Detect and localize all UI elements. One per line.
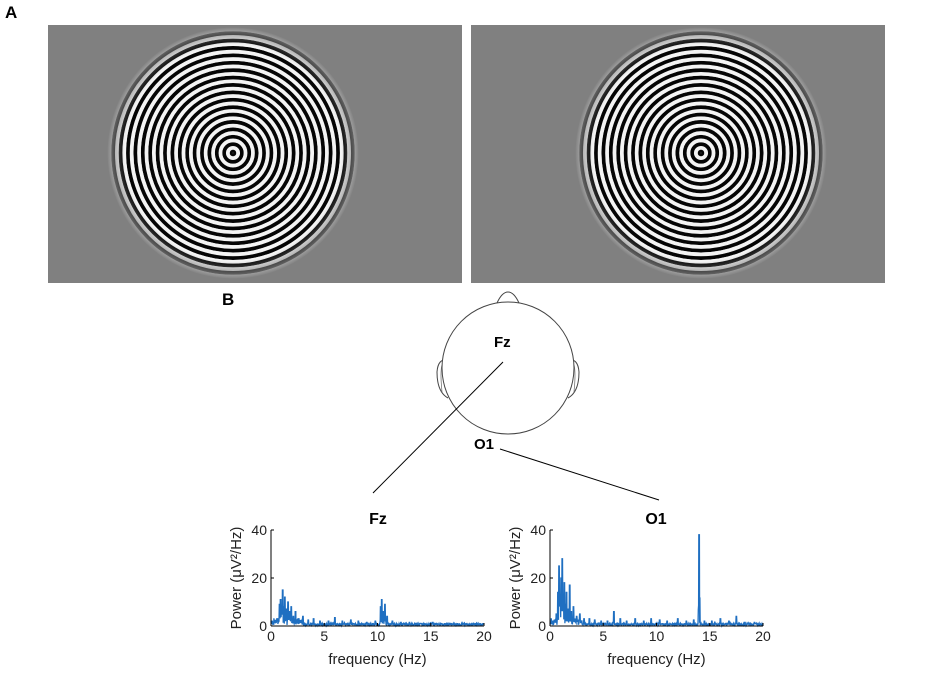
x-tick-label: 15 bbox=[423, 628, 439, 644]
y-tick-label: 0 bbox=[259, 618, 267, 634]
spectrum-chart-fz: 0 5 10 15 20 0 20 40 frequency (Hz) Power (μV²/Hz… bbox=[228, 522, 492, 668]
plot-title-fz: Fz bbox=[369, 511, 387, 528]
y-tick-label: 20 bbox=[251, 570, 267, 586]
x-tick-label: 5 bbox=[320, 628, 328, 644]
y-axis-label: Power (μV²/Hz) bbox=[507, 527, 524, 630]
x-tick-label: 10 bbox=[370, 628, 386, 644]
y-tick-label: 20 bbox=[530, 570, 546, 586]
y-axis-label: Power (μV²/Hz) bbox=[228, 527, 245, 630]
panel-label-b: B bbox=[222, 290, 235, 309]
plot-title-o1: O1 bbox=[645, 511, 667, 528]
head-nose bbox=[496, 291, 520, 304]
stimulus-image-right bbox=[471, 25, 885, 283]
x-tick-label: 10 bbox=[649, 628, 665, 644]
y-tick-label: 40 bbox=[530, 525, 546, 538]
spectrum-chart-o1: 0 5 10 15 20 0 20 40 frequency (Hz) Power (μV²/Hz… bbox=[507, 522, 771, 668]
x-tick-label: 20 bbox=[476, 628, 492, 644]
x-axis-label: frequency (Hz) bbox=[607, 651, 705, 668]
spectrum-series-line bbox=[549, 534, 764, 628]
x-tick-label: 0 bbox=[546, 628, 554, 644]
y-tick-label: 40 bbox=[251, 525, 267, 538]
stimulus-image-left bbox=[48, 25, 462, 283]
spectrum-plot-o1: 0 5 10 15 20 0 20 40 frequency (Hz) Power (μV²/Hz… bbox=[505, 522, 775, 680]
x-tick-label: 15 bbox=[702, 628, 718, 644]
x-tick-label: 20 bbox=[755, 628, 771, 644]
head-outline bbox=[441, 301, 575, 435]
electrode-label-fz: Fz bbox=[494, 334, 511, 351]
x-axis-label: frequency (Hz) bbox=[328, 651, 426, 668]
y-tick-label: 0 bbox=[538, 618, 546, 634]
electrode-label-o1: O1 bbox=[474, 436, 495, 453]
x-tick-label: 0 bbox=[267, 628, 275, 644]
spectrum-plot-fz: 0 5 10 15 20 0 20 40 frequency (Hz) Power (μV²/Hz… bbox=[226, 522, 496, 680]
spectrum-series-line bbox=[270, 589, 485, 628]
panel-label-a: A bbox=[5, 3, 18, 22]
connector-line-o1 bbox=[499, 448, 660, 501]
x-tick-label: 5 bbox=[599, 628, 607, 644]
connector-line-fz bbox=[372, 361, 504, 494]
